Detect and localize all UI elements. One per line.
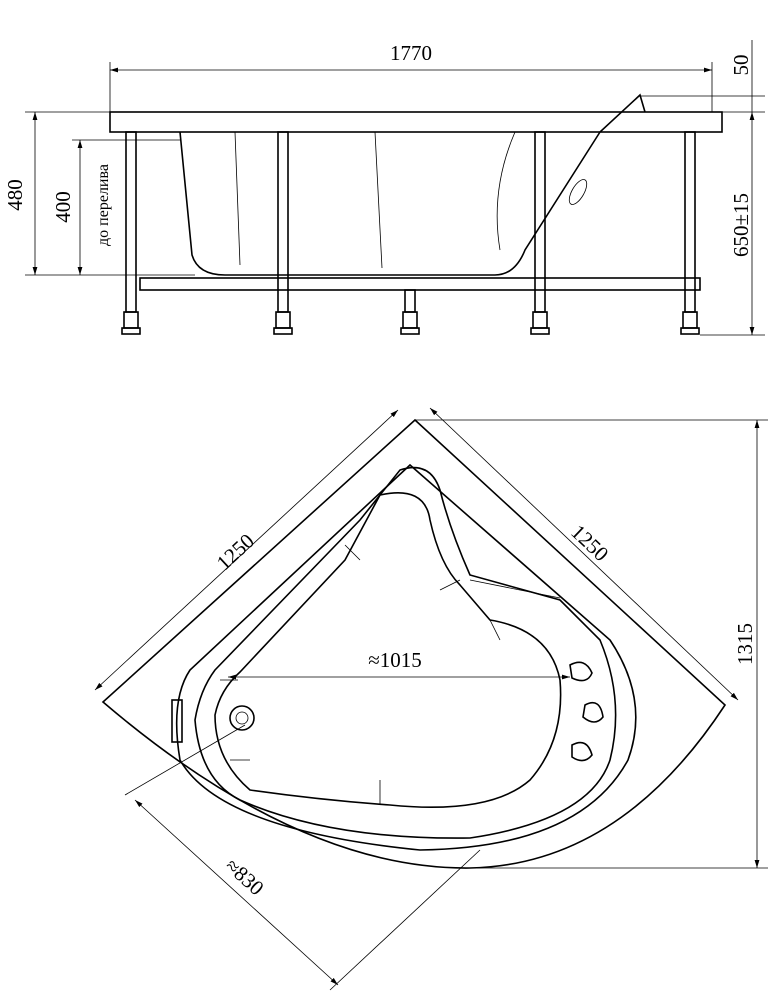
rim	[109, 111, 723, 133]
overflow-label: до перелива	[95, 164, 112, 246]
dim-side-right: 1250	[566, 520, 613, 566]
dim-inner-length: ≈830	[221, 853, 269, 900]
drain	[229, 705, 255, 731]
overflow	[171, 699, 183, 743]
dim-inner-width: ≈1015	[368, 648, 422, 672]
headrest	[599, 93, 646, 133]
tub-body	[179, 131, 601, 276]
dim-depth-top: 1315	[733, 623, 757, 665]
legs	[121, 131, 700, 335]
outline	[101, 418, 727, 869]
frame-bar	[139, 277, 701, 291]
dim-overflow: 400	[51, 191, 75, 223]
dim-length: 1770	[390, 41, 432, 65]
dim-rim: 50	[729, 55, 753, 76]
dim-legs: 650±15	[729, 193, 753, 257]
jets	[569, 661, 604, 762]
side-view: 1770 50 480 400 до перелива 650±15	[3, 40, 765, 336]
top-view: 1250 1250 1315 ≈1015 ≈830	[94, 407, 768, 991]
inner-rim	[175, 463, 637, 851]
dim-depth: 480	[3, 179, 27, 211]
